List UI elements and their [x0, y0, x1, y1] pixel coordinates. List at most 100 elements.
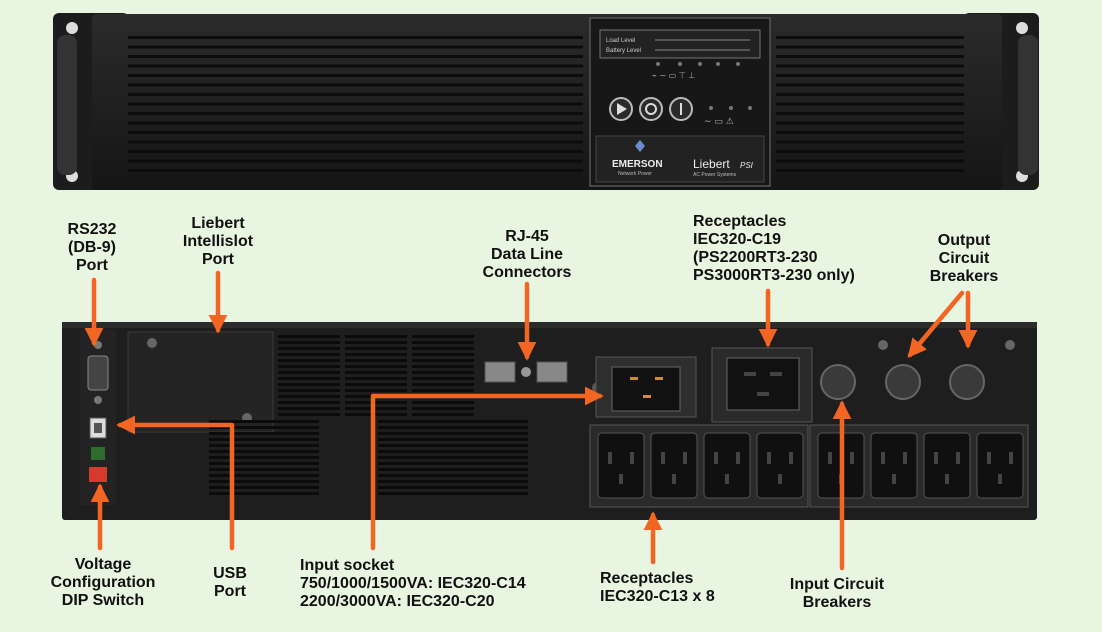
input-socket [611, 366, 681, 412]
output-breaker[interactable] [885, 364, 921, 400]
label-line: Port [202, 251, 234, 268]
vent-slot [209, 420, 319, 423]
socket-slot [956, 452, 960, 464]
socket-pin [643, 395, 651, 398]
vent-slot [776, 45, 964, 49]
c13-receptacle [923, 432, 971, 499]
vent-slot [378, 426, 528, 429]
socket-slot [998, 474, 1002, 484]
label-line: Connectors [482, 264, 572, 281]
vent-slot [128, 131, 583, 134]
label-line: Port [214, 583, 246, 600]
vent-slot [378, 420, 528, 423]
label-line: Liebert [191, 215, 245, 232]
vent-slot [345, 383, 407, 386]
socket-slot [881, 452, 885, 464]
socket-slot [672, 474, 676, 484]
vent-slot [412, 371, 474, 374]
label-line: Output [937, 232, 991, 249]
front-body [92, 14, 1002, 190]
test-icon [645, 103, 657, 115]
vent-slot [209, 486, 319, 489]
ups-front-view: Load Level Battery Level ⌁ ∼ ▭ ⊤ ⊥ ∼ ▭ ⚠… [53, 13, 1039, 190]
label-rs232: RS232 (DB-9) Port [58, 221, 126, 275]
vent-slot [278, 335, 340, 338]
label-line: Receptacles [600, 570, 694, 587]
label-line: (DB-9) [68, 239, 116, 256]
vent-slot [345, 359, 407, 362]
test-button[interactable] [639, 97, 663, 121]
vent-slot [345, 353, 407, 356]
socket-slot [608, 452, 612, 464]
input-breaker[interactable] [820, 364, 856, 400]
indicator-led [748, 106, 752, 110]
output-breaker[interactable] [949, 364, 985, 400]
arrow-input-socket [370, 386, 604, 551]
vent-slot [128, 150, 583, 153]
vent-slot [776, 102, 964, 106]
socket-slot [661, 452, 665, 464]
vent-slot [345, 407, 407, 410]
dip-switch [89, 467, 107, 482]
vent-slot [128, 102, 583, 106]
label-intellislot: Liebert Intellislot Port [166, 215, 270, 269]
label-line: Receptacles [693, 213, 787, 230]
lcd-line-battery: Battery Level [606, 48, 641, 54]
vent-slot [278, 413, 340, 416]
label-line: USB [213, 565, 247, 582]
label-line: Circuit [938, 250, 990, 267]
handle-left [57, 35, 77, 175]
vent-slot [776, 112, 964, 115]
socket-slot [770, 372, 782, 376]
ups-rear-view [62, 322, 1037, 520]
vent-slot [776, 36, 964, 39]
lcd-line-load: Load Level [606, 38, 635, 44]
label-line: 2200/3000VA: IEC320-C20 [300, 593, 495, 610]
vent-slot [378, 450, 528, 453]
vent-slot [345, 377, 407, 380]
vent-slot [209, 444, 319, 447]
play-icon [617, 103, 627, 115]
c13-receptacle [976, 432, 1024, 499]
arrow-output-breaker-1 [907, 290, 965, 358]
front-vents [128, 36, 964, 172]
vent-slot [412, 335, 474, 338]
vent-slot [209, 438, 319, 441]
c13-receptacle [870, 432, 918, 499]
vent-slot [378, 474, 528, 477]
vent-slot [378, 438, 528, 441]
vent-slot [209, 432, 319, 435]
rear-vents [209, 335, 528, 495]
vent-slot [345, 413, 407, 416]
brand-name: EMERSON [612, 159, 663, 170]
screw-icon [147, 338, 157, 348]
socket-slot [619, 474, 623, 484]
alarm-leds [709, 106, 752, 110]
vent-slot [278, 407, 340, 410]
vent-slot [412, 341, 474, 344]
vent-slot [128, 93, 583, 96]
vent-slot [378, 456, 528, 459]
status-icons: ⌁ ∼ ▭ ⊤ ⊥ [652, 71, 695, 80]
vent-slot [412, 347, 474, 350]
handle-right [1018, 35, 1038, 175]
socket-slot [744, 372, 756, 376]
vent-slot [345, 389, 407, 392]
vent-slot [209, 480, 319, 483]
status-indicators [656, 62, 740, 66]
label-voltage-dip: Voltage Configuration DIP Switch [42, 556, 164, 610]
vent-slot [278, 383, 340, 386]
product-model: PSI [740, 161, 754, 170]
indicator-led [716, 62, 720, 66]
vent-slot [128, 121, 583, 125]
socket-slot [945, 474, 949, 484]
vent-slot [776, 140, 964, 144]
vent-slot [776, 150, 964, 153]
vent-slot [278, 347, 340, 350]
vent-slot [209, 450, 319, 453]
c13-receptacle [597, 432, 645, 499]
rack-hole [66, 22, 78, 34]
rj45-port-out [536, 361, 568, 383]
vent-slot [776, 93, 964, 96]
